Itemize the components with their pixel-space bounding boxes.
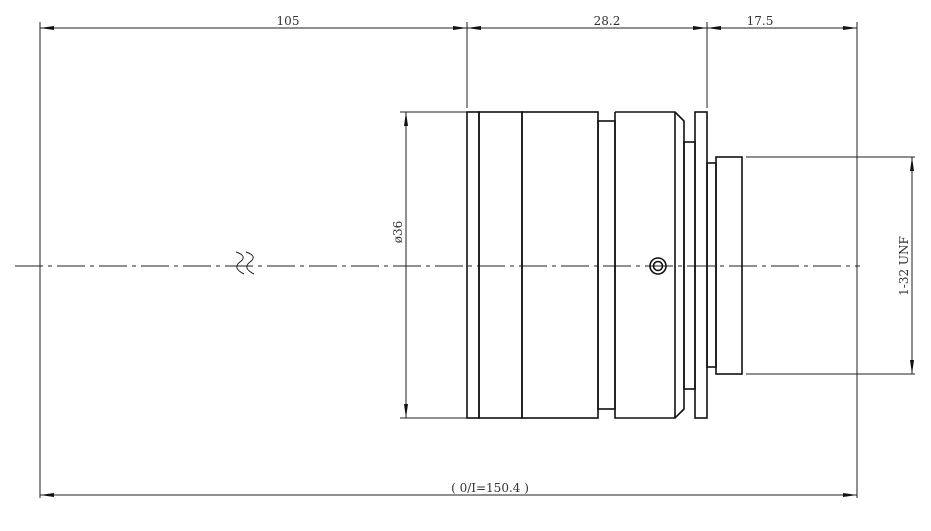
lens-body (466, 111, 743, 419)
top-dimensions (39, 22, 858, 498)
dim-diameter: ø36 (391, 221, 405, 244)
break-symbol (235, 251, 255, 275)
dim-thread: 1-32 UNF (897, 236, 911, 296)
screw-icon (649, 257, 667, 275)
thread-dimension (746, 156, 915, 375)
dim-28-2: 28.2 (594, 14, 621, 28)
dim-17-5: 17.5 (747, 14, 774, 28)
total-dimension (40, 493, 857, 497)
diameter-dimension (400, 111, 467, 419)
dim-105: 105 (277, 14, 300, 28)
dim-total: ( 0/I=150.4 ) (451, 481, 529, 495)
